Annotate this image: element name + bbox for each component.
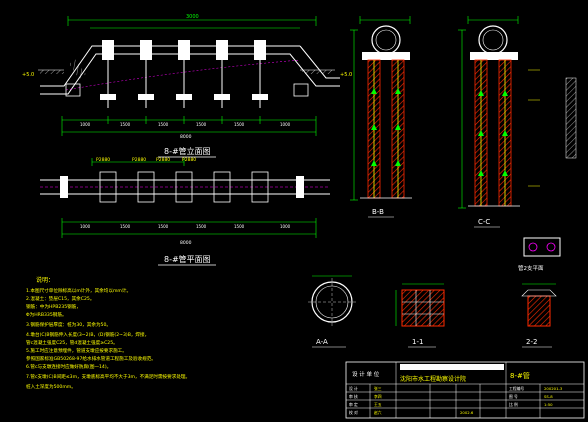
tb-right-label-2: 图 号 — [509, 394, 518, 399]
plan-pier-1: P2880 — [96, 157, 110, 163]
plan-span-2: 1500 — [120, 224, 131, 229]
note-line-9: 参照国家标准GB50268-97给水排水管道工程施工及验收规范。 — [26, 355, 156, 362]
title-block-project-label: 设 计 单 位 — [352, 370, 380, 378]
side-b-title: B-B — [372, 208, 384, 216]
side-view-b: B-B — [350, 16, 412, 218]
tb-row-value-1: 张三 — [374, 386, 382, 391]
plan-total: 8000 — [180, 240, 192, 246]
note-line-6: 4.墩台(C)B钢筋伸入长度(3~2)B，(D)钢筋(2~3)B，焊接， — [26, 331, 149, 338]
tb-right-value-2: SS-8 — [544, 394, 553, 399]
note-line-2: 2.混凝土：垫层C15，其余C25。 — [26, 295, 94, 302]
title-block: 设 计 单 位 沈阳市水工程勘察设计院 8-#管 设 计 审 核 审 定 校 对… — [345, 361, 585, 419]
note-line-11: 7.管c支墩(C)B间距≤3m，支墩底标高平均不大于3m，不满足时需按要求处理。 — [26, 373, 190, 380]
title-block-company: 沈阳市水工程勘察设计院 — [400, 375, 466, 383]
elevation-top-dim: 3000 — [186, 14, 199, 20]
note-line-7: 管c混凝土强度C25，管d混凝土强度≥C25。 — [26, 339, 118, 346]
plan-span-6: 1000 — [280, 224, 291, 229]
side-c-title: C-C — [478, 218, 490, 226]
note-line-1: 1.本图尺寸单位除标高以m计外，其余均以mm计。 — [26, 287, 131, 294]
pier-plan: 管2支平面 — [518, 237, 561, 272]
plan-title: 8-#管平面图 — [164, 254, 211, 264]
level-left: +5.0 — [22, 72, 34, 78]
note-line-10: 6.管c与支墩连接时应做好防腐(图一14)。 — [26, 363, 111, 370]
elev-span-4: 1500 — [196, 122, 207, 127]
level-right: +5.0 — [340, 72, 352, 78]
pier-plan-title: 管2支平面 — [518, 264, 544, 272]
plan-pier-4: P2880 — [182, 157, 196, 163]
tb-row-value-4: 赵六 — [374, 410, 382, 415]
side-view-c: C-C — [458, 16, 577, 228]
tb-row-label-2: 审 核 — [349, 394, 358, 399]
plan-span-4: 1500 — [196, 224, 207, 229]
note-line-4: Φ为HRB335钢筋。 — [26, 311, 67, 318]
plan-span-1: 1000 — [80, 224, 91, 229]
section-1: 1-1 — [395, 283, 445, 348]
note-line-8: 5.施工时应注意预埋件，管道支墩应按要求施工。 — [26, 347, 127, 354]
note-line-3: 钢筋：中为HPB235钢筋， — [26, 303, 81, 310]
tb-row-value-3: 王五 — [374, 402, 382, 407]
title-block-drawing-name: 8-#管 — [510, 371, 530, 380]
plan-view: P2880 P2880 P2880 P2880 1000 1500 1 — [40, 157, 330, 266]
section-2-title: 2-2 — [526, 338, 537, 346]
section-1-title: 1-1 — [412, 338, 423, 346]
section-a: A-A — [308, 275, 356, 348]
plan-span-5: 1500 — [234, 224, 245, 229]
notes-block: 说明： 1.本图尺寸单位除标高以m计外，其余均以mm计。 2.混凝土：垫层C15… — [26, 276, 190, 390]
elev-span-3: 1500 — [158, 122, 169, 127]
tb-row-label-4: 校 对 — [349, 410, 358, 415]
notes-title: 说明： — [36, 276, 54, 284]
elev-span-2: 1500 — [120, 122, 131, 127]
section-a-title: A-A — [316, 338, 328, 346]
tb-right-label-3: 比 例 — [509, 402, 518, 407]
tb-right-value-3: 1:50 — [544, 402, 553, 407]
elev-span-5: 1500 — [234, 122, 245, 127]
tb-row-label-3: 审 定 — [349, 402, 358, 407]
plan-pier-3: P2880 — [156, 157, 170, 163]
tb-row-value-2: 李四 — [374, 394, 382, 399]
section-2: 2-2 — [521, 283, 557, 348]
elevation-view: 3000 — [22, 14, 352, 158]
elev-span-1: 1000 — [80, 122, 91, 127]
elevation-title: 8-#管立面图 — [164, 146, 211, 156]
note-line-12: 桩入土深度为500mm。 — [26, 383, 76, 390]
tb-right-value-1: 200201-3 — [544, 386, 563, 391]
plan-pier-2: P2880 — [132, 157, 146, 163]
plan-span-3: 1500 — [158, 224, 169, 229]
note-line-5: 3.钢筋保护层厚度：桩为30，其余为50。 — [26, 321, 111, 328]
tb-right-label-1: 工程编号 — [509, 386, 524, 391]
elev-total: 8000 — [180, 134, 192, 140]
elev-span-6: 1000 — [280, 122, 291, 127]
tb-row-label-1: 设 计 — [349, 386, 358, 391]
tb-date: 2002.6 — [460, 410, 474, 415]
